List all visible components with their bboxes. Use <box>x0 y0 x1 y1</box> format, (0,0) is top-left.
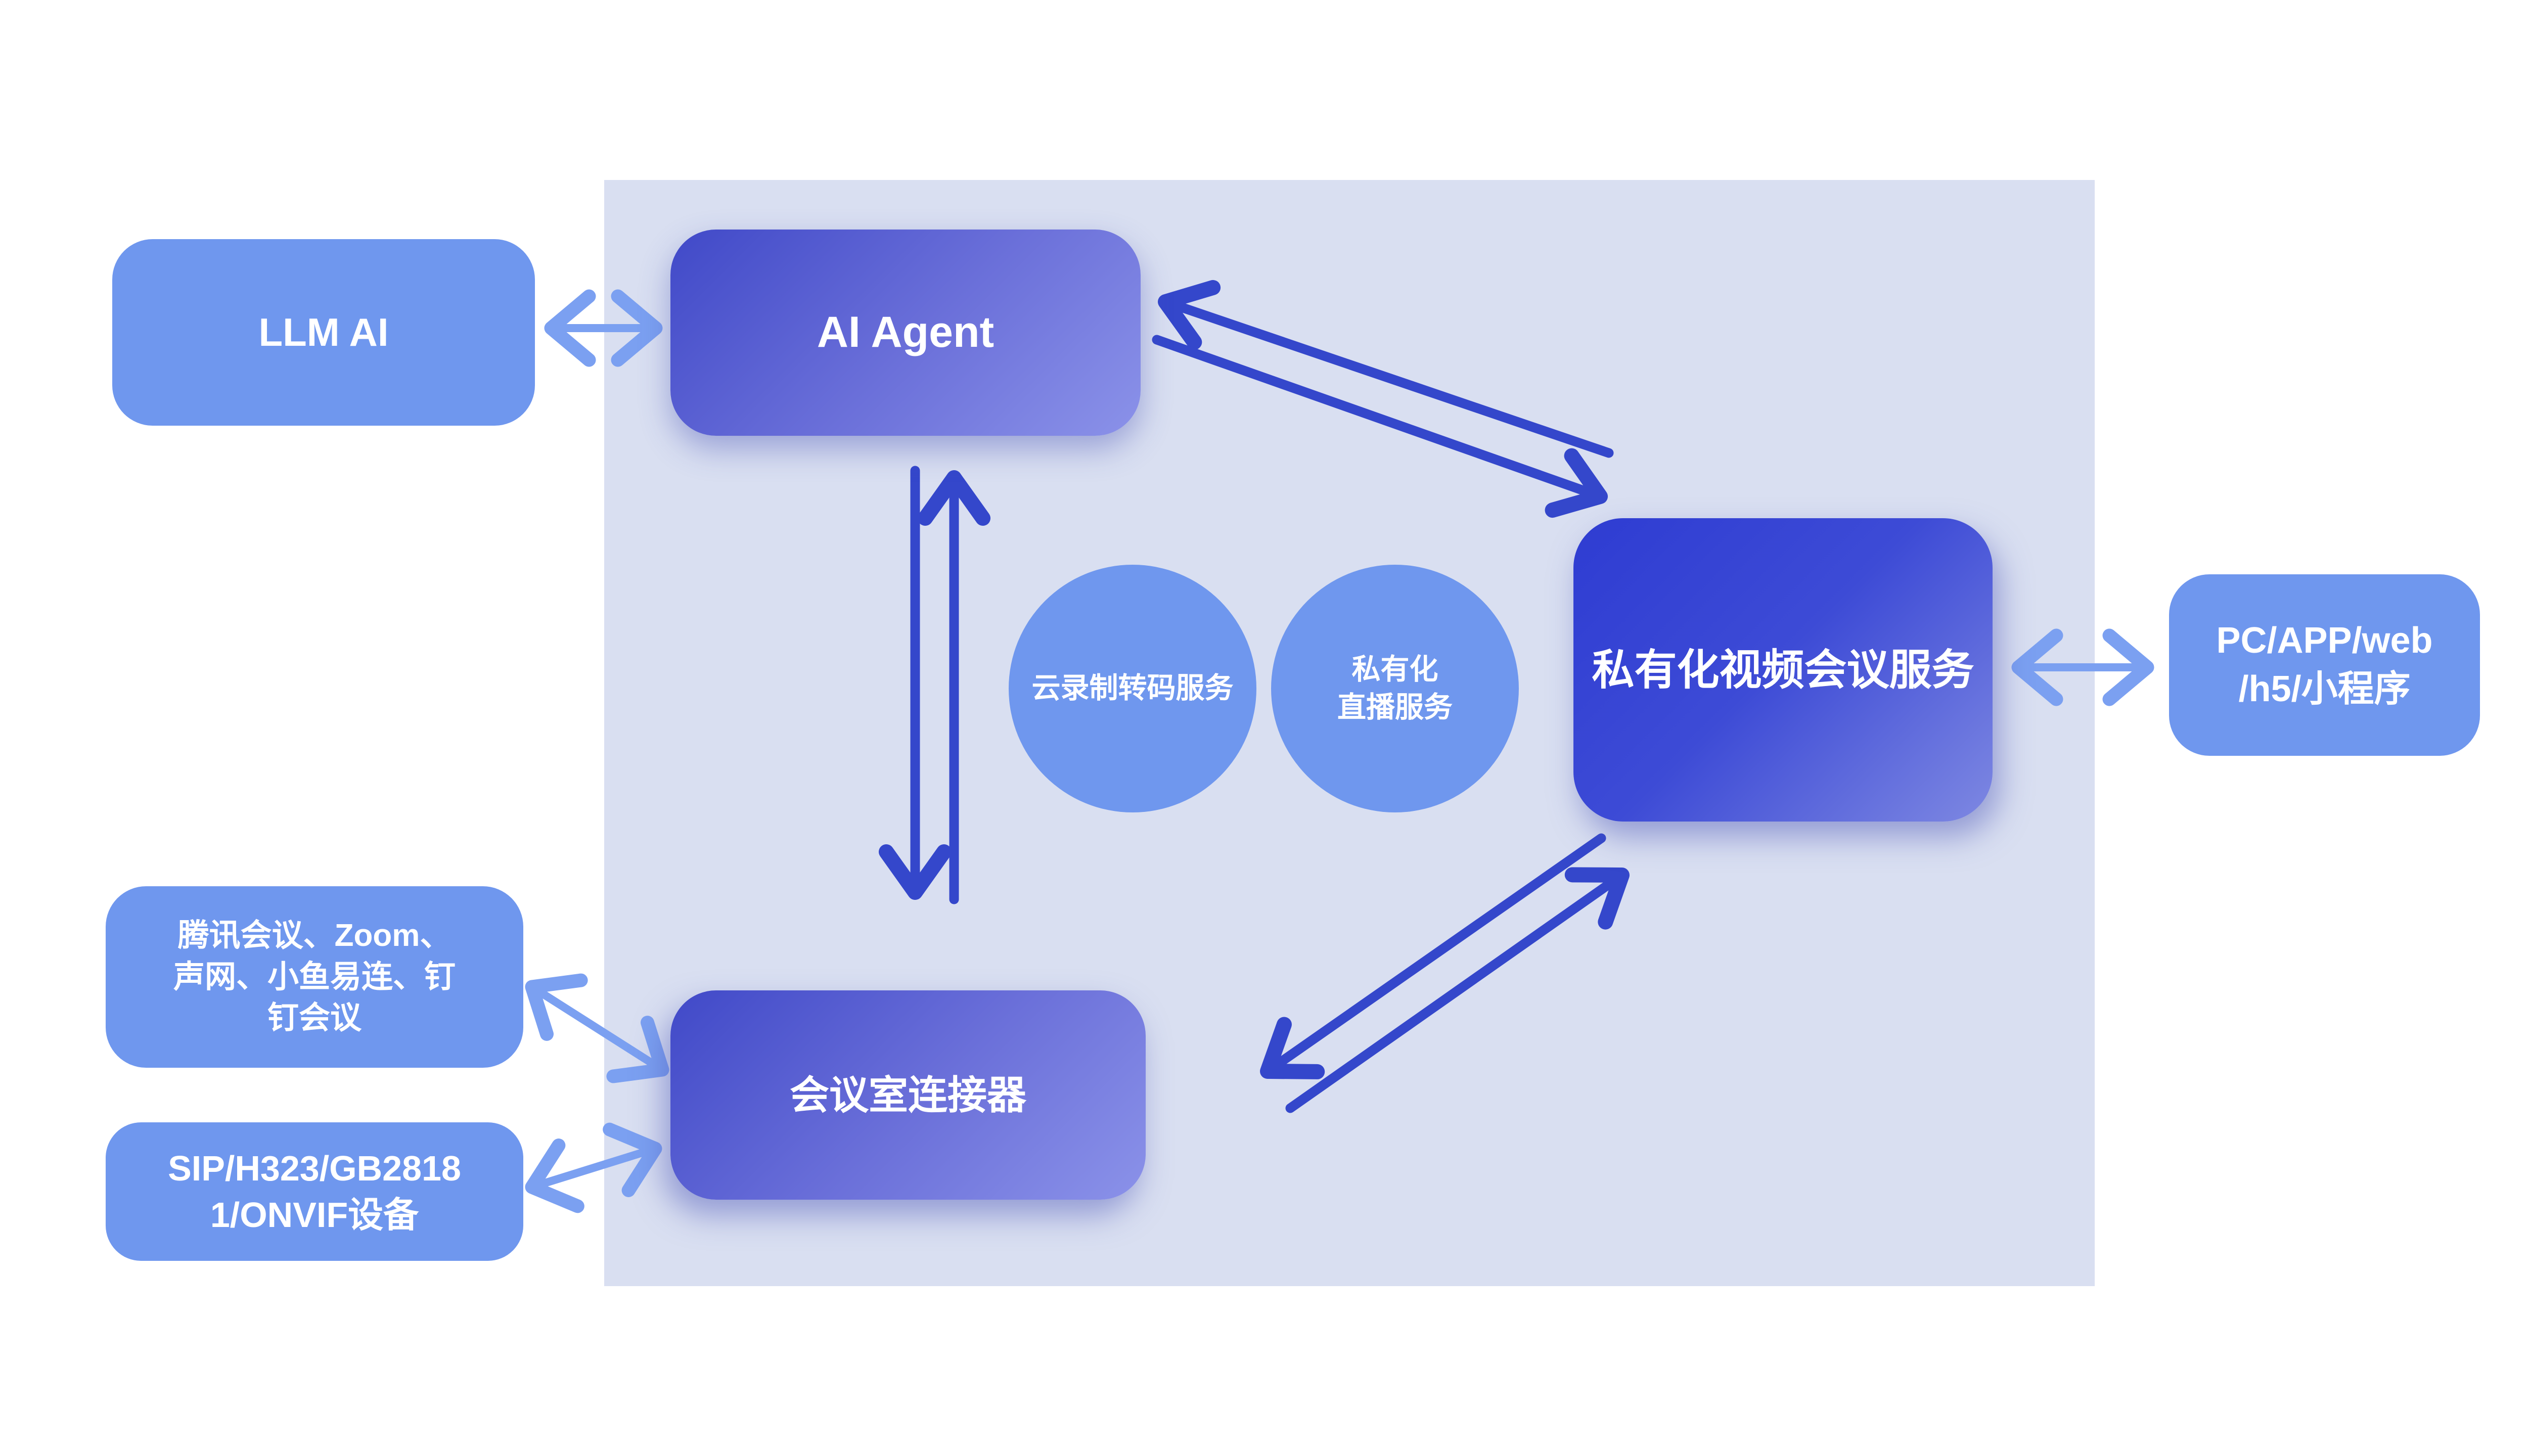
node-client-platforms-label: PC/APP/web /h5/小程序 <box>2216 620 2433 709</box>
arrow-third-party-connector <box>525 973 669 1083</box>
node-meeting-room-connector: 会议室连接器 <box>670 990 1146 1200</box>
node-third-party-meetings-label: 腾讯会议、Zoom、 声网、小鱼易连、钉 钉会议 <box>173 918 456 1036</box>
node-private-live-label: 私有化 直播服务 <box>1337 653 1453 723</box>
node-private-conference-label: 私有化视频会议服务 <box>1592 646 1974 694</box>
node-ai-agent-label: AI Agent <box>817 308 995 357</box>
arrow-private-conference-to-ai-agent <box>1158 280 1614 458</box>
arrow-connector-to-private-conference <box>1285 867 1630 1113</box>
node-private-conference: 私有化视频会议服务 <box>1573 518 1993 822</box>
node-meeting-room-connector-label: 会议室连接器 <box>789 1072 1026 1117</box>
node-sip-devices: SIP/H323/GB2818 1/ONVIF设备 <box>106 1122 523 1261</box>
node-third-party-meetings: 腾讯会议、Zoom、 声网、小鱼易连、钉 钉会议 <box>106 886 523 1068</box>
node-llm-ai-label: LLM AI <box>258 310 389 355</box>
node-client-platforms: PC/APP/web /h5/小程序 <box>2169 574 2480 756</box>
node-llm-ai: LLM AI <box>112 239 535 426</box>
node-ai-agent: AI Agent <box>670 230 1141 436</box>
node-sip-devices-label: SIP/H323/GB2818 1/ONVIF设备 <box>168 1148 461 1235</box>
node-cloud-transcode-label: 云录制转码服务 <box>1031 672 1234 705</box>
node-private-live: 私有化 直播服务 <box>1271 565 1519 812</box>
arrow-ai-agent-to-private-conference <box>1152 335 1608 518</box>
arrow-private-conference-to-connector <box>1260 833 1606 1079</box>
arrow-sip-devices-connector <box>525 1122 662 1213</box>
node-cloud-transcode: 云录制转码服务 <box>1009 565 1256 812</box>
